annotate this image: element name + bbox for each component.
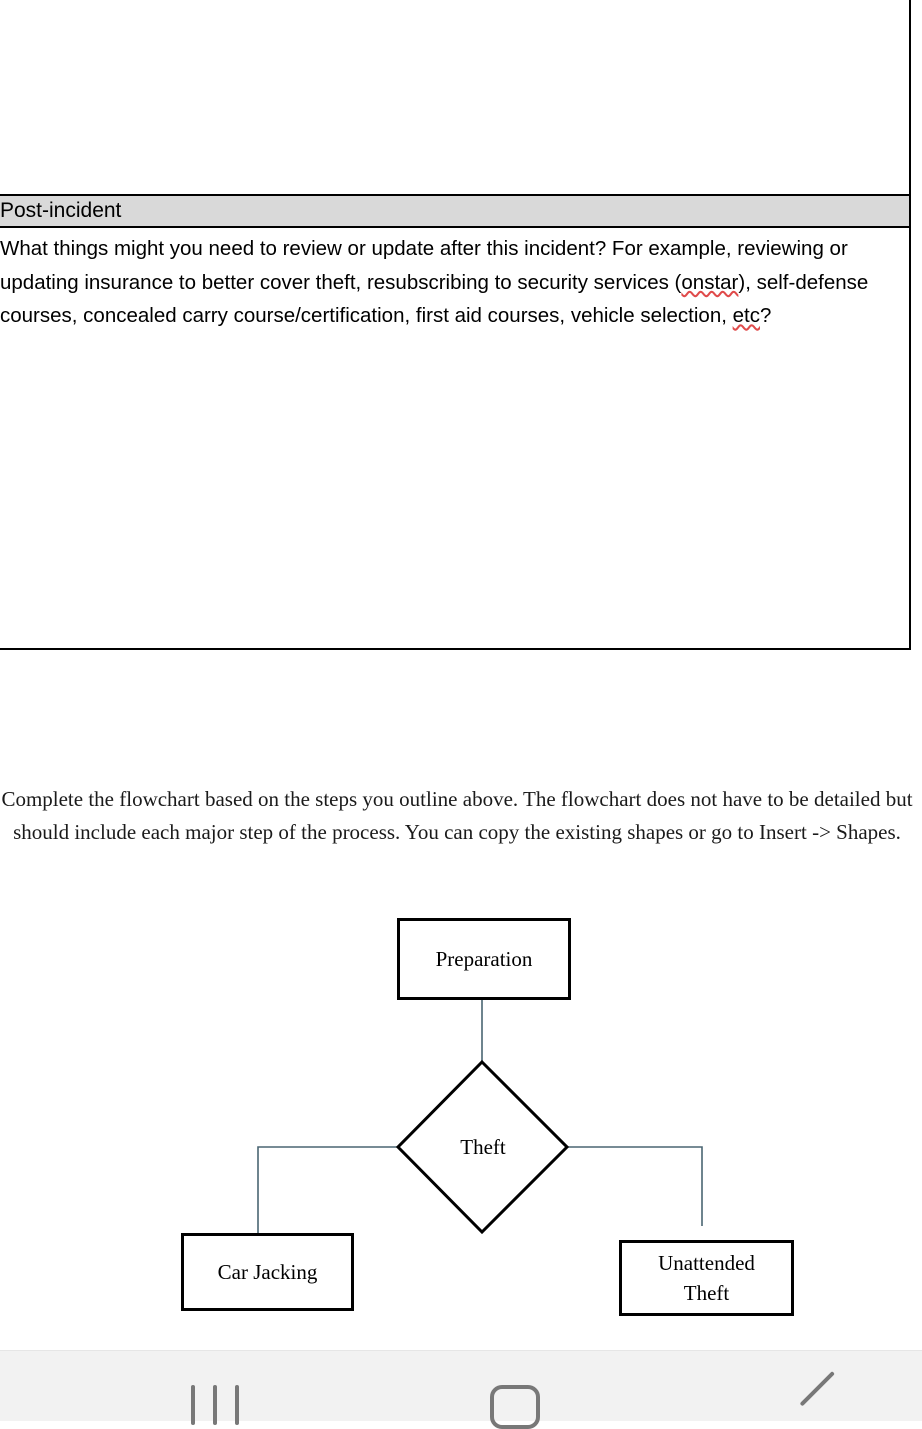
- home-button[interactable]: [470, 1385, 560, 1429]
- home-icon: [490, 1385, 540, 1429]
- flowchart-instructions-paragraph: Complete the flowchart based on the step…: [1, 787, 913, 844]
- document-page: Post-incident What things might you need…: [0, 0, 922, 1340]
- table-row: What things might you need to review or …: [0, 226, 911, 650]
- previous-section-cell[interactable]: [0, 0, 911, 196]
- recents-bar-2: [213, 1385, 217, 1425]
- flow-node-car-jacking[interactable]: Car Jacking: [181, 1233, 354, 1311]
- recents-bar-3: [235, 1385, 239, 1425]
- recents-button[interactable]: [170, 1385, 260, 1425]
- section-header-label: Post-incident: [0, 199, 122, 222]
- body-text-part-2: ), self-defense courses, concealed carry…: [0, 270, 869, 328]
- section-body-text: What things might you need to review or …: [0, 228, 909, 333]
- misspelled-word-onstar: onstar: [681, 270, 739, 294]
- back-button[interactable]: [770, 1371, 860, 1421]
- flowchart: Preparation Theft Car Jacking Unattended…: [0, 900, 922, 1340]
- recents-bar-1: [191, 1385, 195, 1425]
- worksheet-table: Post-incident What things might you need…: [0, 0, 911, 650]
- flow-node-car-jacking-label: Car Jacking: [217, 1260, 318, 1284]
- flow-node-unattended-theft-line-2: Theft: [683, 1281, 730, 1305]
- back-icon: [793, 1371, 837, 1429]
- section-body-cell[interactable]: What things might you need to review or …: [0, 226, 911, 650]
- flowchart-shapes: [257, 1000, 703, 1235]
- back-icon-stroke: [799, 1371, 835, 1407]
- recents-icon: [182, 1385, 248, 1425]
- flow-node-preparation-label: Preparation: [435, 947, 533, 971]
- table-row: [0, 0, 911, 196]
- flow-node-unattended-theft[interactable]: Unattended Theft: [619, 1240, 794, 1316]
- android-navigation-bar: [0, 1350, 922, 1429]
- connector-theft-to-unattended-theft: [567, 1146, 703, 1226]
- flow-node-unattended-theft-line-1: Unattended: [658, 1251, 755, 1275]
- misspelled-word-etc: etc: [732, 304, 760, 327]
- flow-node-preparation[interactable]: Preparation: [397, 918, 571, 1000]
- connector-theft-to-car-jacking: [257, 1146, 398, 1233]
- flow-node-unattended-theft-label: Unattended Theft: [658, 1248, 755, 1308]
- body-text-part-1: What things might you need to review or …: [0, 237, 848, 294]
- body-text-part-3: ?: [759, 304, 772, 327]
- section-header-cell[interactable]: Post-incident: [0, 194, 911, 228]
- diamond-shape-theft[interactable]: [395, 1059, 570, 1235]
- table-row: Post-incident: [0, 194, 911, 228]
